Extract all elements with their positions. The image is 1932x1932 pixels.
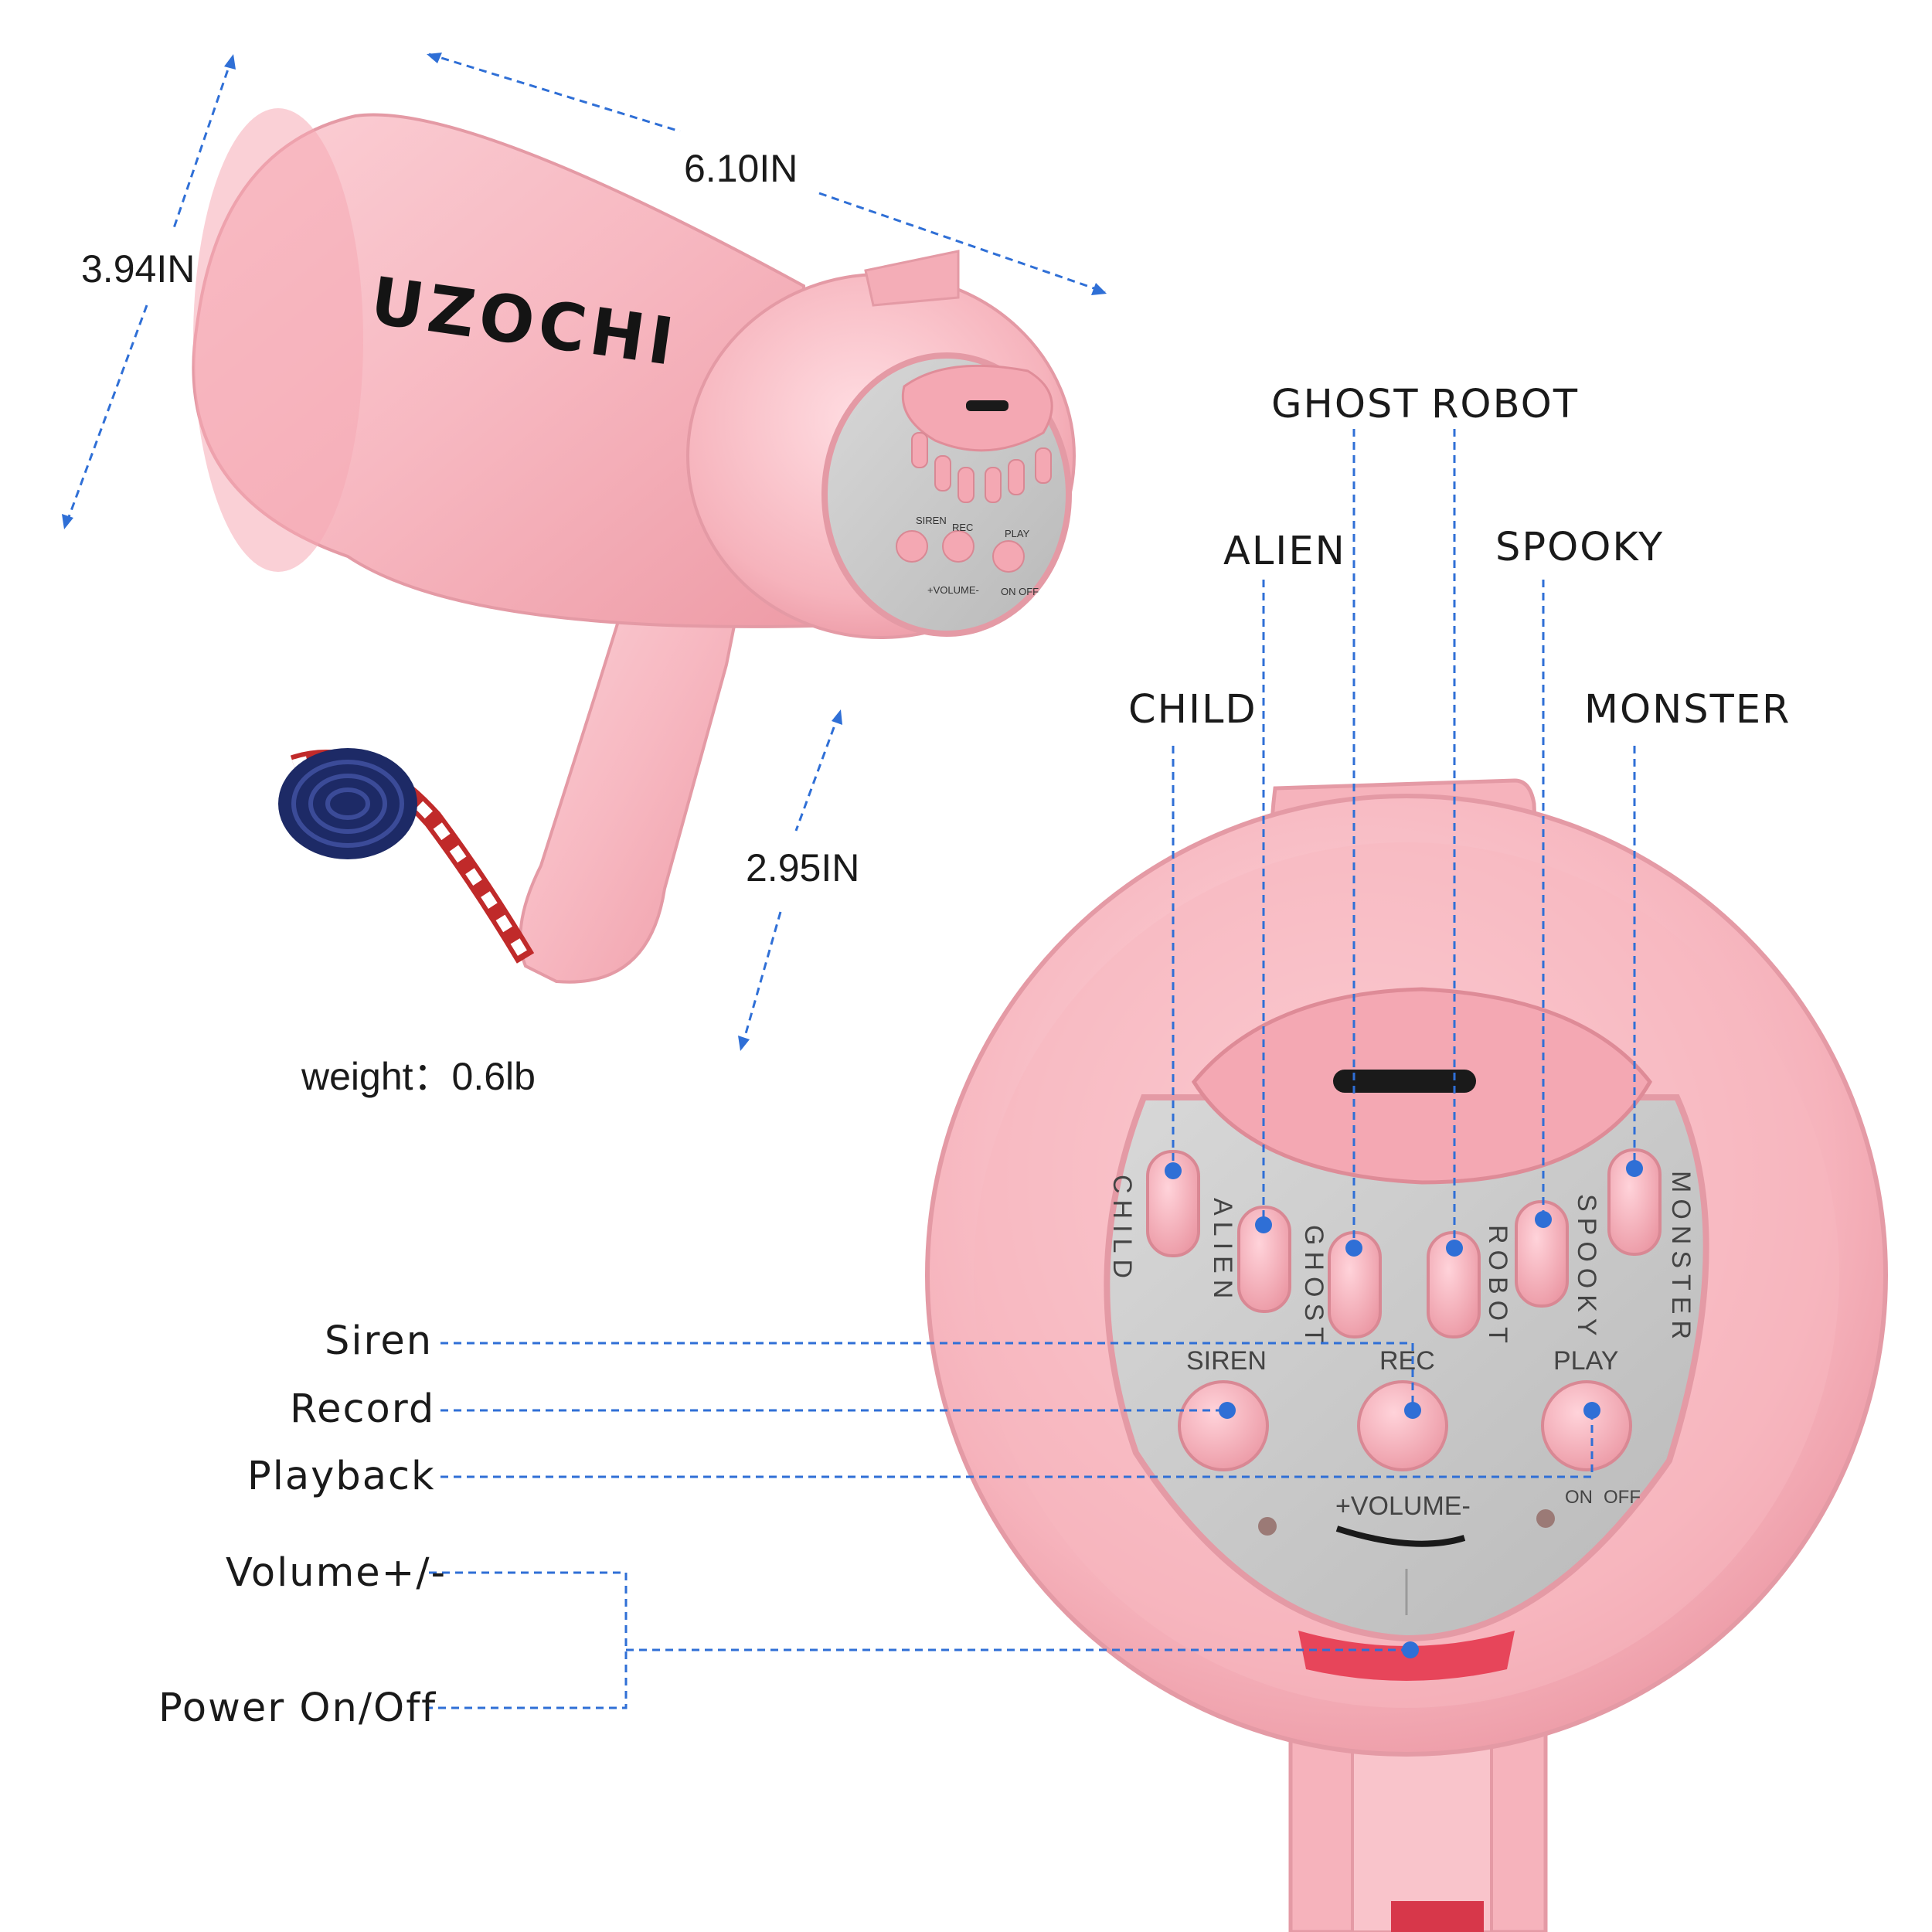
panel-siren-label: SIREN (1186, 1346, 1267, 1376)
svg-text:REC: REC (952, 522, 973, 533)
panel-spooky-label: SPOOKY (1572, 1194, 1601, 1342)
panel-on-label: ON (1565, 1487, 1593, 1508)
panel-volume-label: +VOLUME- (1335, 1492, 1471, 1521)
megaphone-handle (519, 570, 744, 984)
spooky-button[interactable] (1515, 1200, 1569, 1308)
weight-label: weight：0.6lb (301, 1055, 536, 1098)
length-dimension: 6.10IN (684, 147, 798, 190)
svg-text:PLAY: PLAY (1005, 528, 1030, 539)
callout-guides (429, 429, 1643, 1709)
callout-volume: Volume+/- (226, 1550, 447, 1596)
panel-ghost-label: GHOST (1299, 1225, 1328, 1349)
function-buttons (1178, 1380, 1632, 1471)
megaphone-side-view: SIREN REC PLAY +VOLUME- ON OFF UZOCHI (192, 108, 1076, 984)
callout-child: CHILD (1128, 687, 1257, 733)
volume-arc-icon (1335, 1526, 1466, 1547)
status-led (1536, 1509, 1555, 1528)
svg-text:SIREN: SIREN (916, 515, 947, 526)
monster-button[interactable] (1607, 1148, 1662, 1256)
dimension-guides (62, 53, 1107, 1051)
svg-text:ON OFF: ON OFF (1001, 586, 1039, 597)
callout-spooky: SPOOKY (1495, 525, 1664, 570)
callout-siren: Siren (325, 1318, 433, 1364)
svg-text:+VOLUME-: +VOLUME- (927, 584, 979, 596)
callout-record: Record (290, 1386, 435, 1432)
panel-alien-label: ALIEN (1208, 1198, 1237, 1304)
callout-monster: MONSTER (1584, 687, 1791, 733)
panel-child-label: CHILD (1107, 1175, 1137, 1284)
panel-play-label: PLAY (1553, 1346, 1618, 1376)
height-dimension: 3.94IN (81, 247, 195, 291)
megaphone-front-view: SIREN REC PLAY +VOLUME- ON OFF CHILD ALI… (925, 778, 1888, 1932)
callout-alien: ALIEN (1223, 529, 1346, 574)
callout-robot: ROBOT (1431, 382, 1579, 427)
callout-playback: Playback (247, 1454, 436, 1499)
panel-rec-label: REC (1379, 1346, 1435, 1376)
voice-buttons (1146, 1148, 1662, 1338)
siren-button[interactable] (1178, 1380, 1269, 1471)
panel-robot-label: ROBOT (1483, 1225, 1512, 1349)
panel-off-label: OFF (1604, 1487, 1641, 1508)
callout-power: Power On/Off (158, 1685, 437, 1731)
play-button[interactable] (1541, 1380, 1632, 1471)
handle-dimension: 2.95IN (746, 846, 859, 889)
child-button[interactable] (1146, 1150, 1200, 1257)
panel-monster-label: MONSTER (1666, 1171, 1696, 1345)
callout-ghost: GHOST (1271, 382, 1420, 427)
alien-button[interactable] (1237, 1206, 1291, 1313)
rec-button[interactable] (1357, 1380, 1448, 1471)
wrist-strap (278, 748, 535, 964)
power-led (1258, 1517, 1277, 1536)
